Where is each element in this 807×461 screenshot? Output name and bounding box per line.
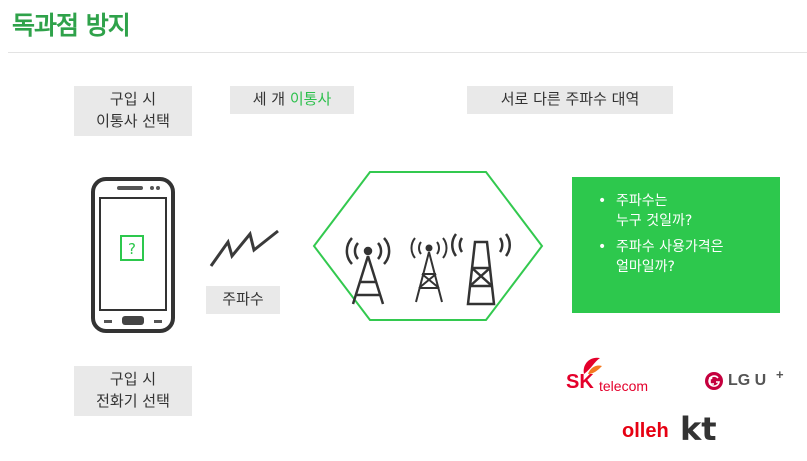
question-2-line1: 주파수 사용가격은 (616, 239, 724, 255)
question-2-line2: 얼마일까? (616, 259, 675, 275)
three-carriers-tag: 세 개 이통사 (230, 86, 354, 114)
buy-carrier-line2: 이통사 선택 (96, 112, 170, 130)
cell-tower-icon (451, 233, 511, 306)
frequency-tag: 주파수 (206, 286, 280, 314)
lg-uplus-logo: LG U + (704, 367, 794, 394)
signal-zigzag-icon (209, 229, 279, 267)
phone-screen-symbol: ? (128, 240, 136, 258)
buy-phone-line1: 구입 시 (109, 370, 157, 388)
cell-tower-icon (345, 237, 391, 305)
buy-carrier-tag: 구입 시 이통사 선택 (74, 86, 192, 136)
lg-face-icon (705, 372, 723, 390)
buy-phone-tag: 구입 시 전화기 선택 (74, 366, 192, 416)
sk-telecom-logo: SK telecom (566, 354, 696, 398)
three-carriers-prefix: 세 개 (252, 90, 290, 108)
bullet-icon: • (598, 193, 607, 209)
sk-letters: SK (566, 371, 594, 393)
three-carriers-highlight: 이통사 (289, 90, 332, 108)
question-item: • 주파수 사용가격은 얼마일까? (598, 237, 770, 277)
sk-butterfly-icon (583, 357, 602, 374)
question-item: • 주파수는 누구 것일까? (598, 191, 770, 231)
sk-telecom-text: telecom (599, 378, 649, 394)
question-1-line2: 누구 것일까? (616, 213, 693, 229)
questions-box: • 주파수는 누구 것일까? • 주파수 사용가격은 얼마일까? (572, 177, 780, 313)
smartphone-icon: ? (91, 177, 175, 333)
lg-uplus-plus: + (776, 367, 784, 382)
question-1-line1: 주파수는 (616, 193, 668, 209)
carrier-hexagon (312, 171, 544, 321)
olleh-kt-logo: olleh kt (622, 410, 732, 448)
buy-phone-line2: 전화기 선택 (96, 392, 170, 410)
kt-text: kt (680, 410, 717, 448)
buy-carrier-line1: 구입 시 (109, 90, 157, 108)
lg-uplus-text: LG U (728, 372, 767, 389)
bands-tag: 서로 다른 주파수 대역 (467, 86, 673, 114)
title-divider (8, 52, 807, 53)
olleh-text: olleh (622, 420, 669, 442)
page-title: 독과점 방지 (12, 11, 131, 40)
bullet-icon: • (598, 239, 607, 255)
cell-tower-icon (410, 237, 448, 303)
